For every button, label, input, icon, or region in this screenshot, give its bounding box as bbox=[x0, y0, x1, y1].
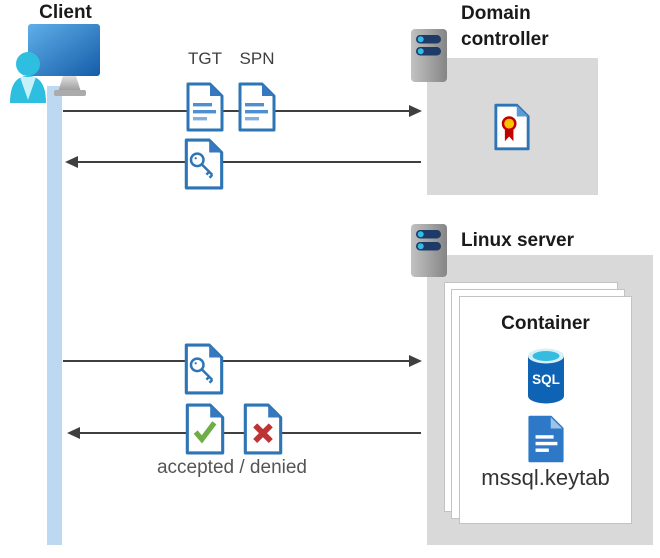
spn-label: SPN bbox=[239, 49, 275, 68]
keytab-file-icon bbox=[527, 415, 564, 463]
certificate-document-icon bbox=[494, 103, 530, 151]
arrow-dc-to-client-head-icon bbox=[65, 156, 78, 168]
arrow-client-to-linux-line bbox=[63, 360, 409, 362]
sql-icon-label: SQL bbox=[532, 372, 560, 387]
tgt-ticket-icon bbox=[186, 82, 224, 132]
domain-controller-server-icon bbox=[411, 29, 447, 82]
sql-database-icon: SQL bbox=[527, 348, 564, 404]
arrow-client-to-dc-head-icon bbox=[409, 105, 422, 117]
keytab-label: mssql.keytab bbox=[481, 465, 610, 490]
container-card: Container SQL mssql.keytab bbox=[459, 296, 632, 524]
arrow-linux-to-client-head-icon bbox=[67, 427, 80, 439]
key-document-icon bbox=[184, 138, 224, 190]
linux-server-title: Linux server bbox=[461, 230, 574, 251]
arrow-client-to-linux-head-icon bbox=[409, 355, 422, 367]
client-icon bbox=[10, 24, 100, 103]
arrow-dc-to-client-line bbox=[77, 161, 421, 163]
accepted-document-icon bbox=[185, 403, 225, 455]
spn-ticket-icon bbox=[238, 82, 276, 132]
client-lifeline bbox=[47, 86, 62, 545]
denied-document-icon bbox=[243, 403, 283, 455]
arrow-client-to-dc-line bbox=[63, 110, 409, 112]
tgt-label: TGT bbox=[188, 49, 222, 68]
accepted-denied-label: accepted / denied bbox=[156, 457, 307, 478]
key-document-icon-2 bbox=[184, 343, 224, 395]
person-icon bbox=[10, 52, 46, 103]
linux-server-icon bbox=[411, 224, 447, 277]
domain-controller-title: Domain controller bbox=[461, 3, 549, 50]
container-title: Container bbox=[501, 313, 590, 334]
monitor-icon bbox=[28, 24, 100, 96]
client-title: Client bbox=[39, 2, 92, 23]
